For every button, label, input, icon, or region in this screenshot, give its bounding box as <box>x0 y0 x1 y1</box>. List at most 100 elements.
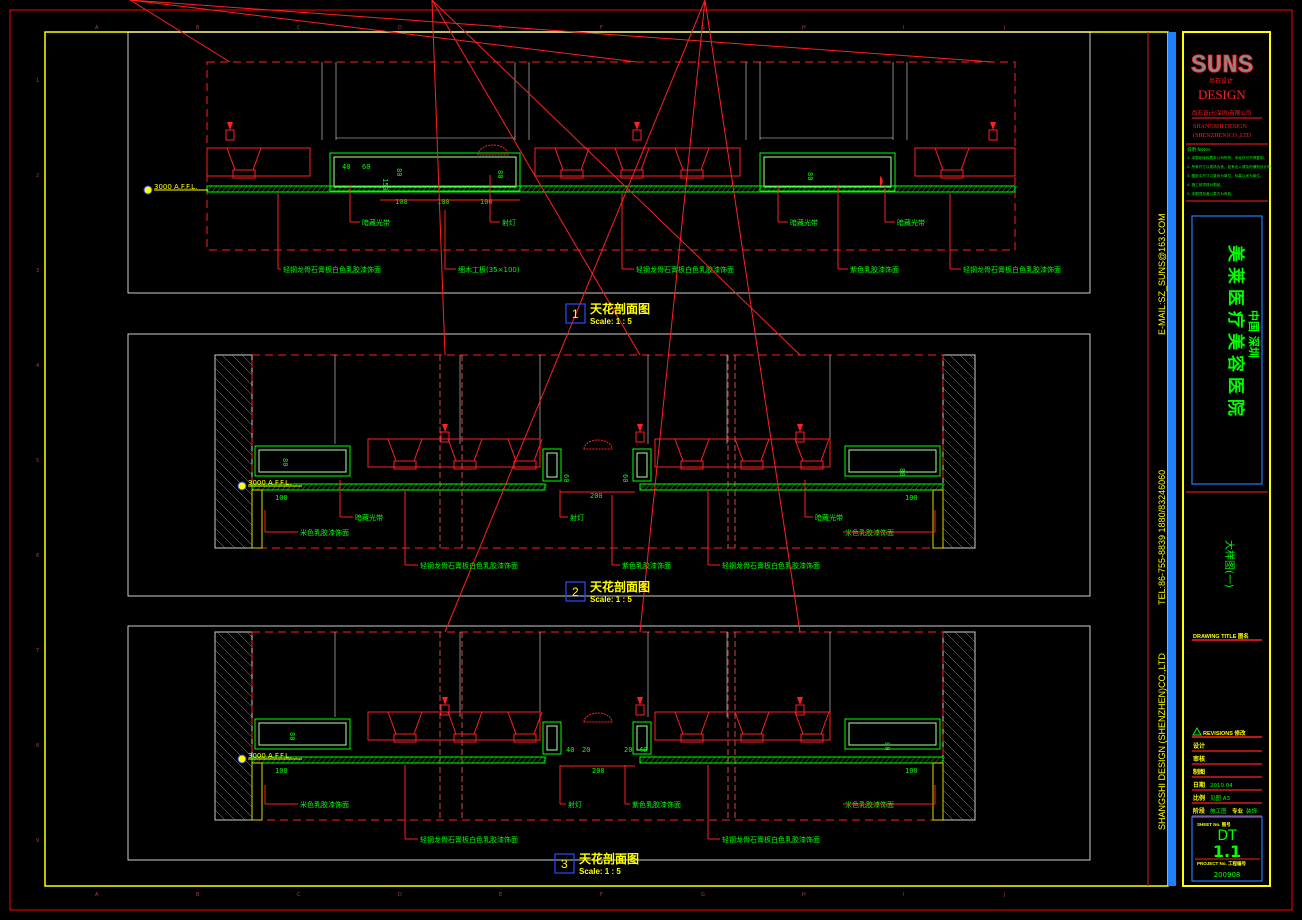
line <box>969 354 976 361</box>
project-no-label: PROJECT No. 工程编号 <box>1197 860 1247 867</box>
line <box>799 483 806 491</box>
line <box>721 185 728 193</box>
line <box>451 483 458 491</box>
line <box>371 756 378 764</box>
line <box>366 185 373 193</box>
hanger-clip <box>795 704 805 716</box>
line <box>639 0 706 633</box>
line <box>942 427 976 461</box>
line <box>849 483 856 491</box>
line <box>536 756 543 764</box>
notes-title: 说明 Notes <box>1187 146 1211 153</box>
line <box>306 185 313 193</box>
spotlight-icon <box>583 712 613 723</box>
line <box>471 185 478 193</box>
line <box>446 483 453 491</box>
elevation-label: 3000 A.F.F.L. <box>248 752 291 760</box>
line <box>754 756 761 764</box>
note-item: 3. 图纸中尺寸以毫米为单位，标高以米为单位。 <box>1187 173 1263 178</box>
line <box>214 437 253 476</box>
line <box>214 367 253 406</box>
line <box>864 483 871 491</box>
light-cove-inner <box>636 452 648 478</box>
grid-column-label: B <box>196 25 200 31</box>
line <box>246 185 253 193</box>
section-1-title: 1 天花剖面图 Scale: 1 : 5 <box>565 301 650 326</box>
line <box>904 483 911 491</box>
line <box>942 709 976 743</box>
line <box>942 789 974 821</box>
line <box>784 756 791 764</box>
drawing-name: 大样图(一) <box>1223 540 1236 588</box>
line <box>511 185 518 193</box>
line <box>226 185 233 193</box>
line <box>729 756 736 764</box>
company-en-vertical: SHANGSHI DESIGN (SHENZHEN)CO.,LTD <box>1157 653 1167 830</box>
dimension-value: 100 <box>905 767 918 775</box>
outer-frame <box>9 9 1293 911</box>
line <box>669 483 676 491</box>
line <box>311 185 318 193</box>
line <box>859 483 866 491</box>
line <box>864 756 871 764</box>
dimension-value: 80 <box>898 468 906 476</box>
line <box>649 756 656 764</box>
line <box>214 357 253 396</box>
line <box>426 756 433 764</box>
line <box>699 483 706 491</box>
line <box>596 185 603 193</box>
line <box>541 483 548 491</box>
line <box>531 756 538 764</box>
callout-label: 暗藏光带 <box>355 513 383 522</box>
section-3-title: 3 天花剖面图 Scale: 1 : 5 <box>554 851 639 876</box>
dimension-value: 80 <box>806 172 814 180</box>
light-cove-inner <box>258 449 347 473</box>
section-3-frame <box>127 625 1091 861</box>
line <box>361 483 368 491</box>
line <box>516 185 523 193</box>
dimension-value: 100 <box>480 198 493 206</box>
line <box>861 185 868 193</box>
line <box>461 756 468 764</box>
line <box>799 756 806 764</box>
line <box>924 756 931 764</box>
line <box>826 185 833 193</box>
line <box>214 487 253 526</box>
line <box>942 639 976 673</box>
line <box>396 756 403 764</box>
line <box>561 185 568 193</box>
line <box>261 756 268 764</box>
line <box>276 756 283 764</box>
line <box>391 185 398 193</box>
line <box>431 756 438 764</box>
line <box>869 483 876 491</box>
line <box>731 185 738 193</box>
dimension-value: 100 <box>905 494 918 502</box>
line <box>714 483 721 491</box>
line <box>214 779 253 818</box>
line <box>942 537 954 549</box>
line <box>401 483 408 491</box>
line <box>431 185 438 193</box>
sheet-no-label: SHEET No. 图号 <box>1197 821 1231 828</box>
hanger-clip <box>795 431 805 443</box>
line <box>679 756 686 764</box>
line <box>754 483 761 491</box>
line <box>771 185 778 193</box>
line <box>759 483 766 491</box>
line <box>581 185 588 193</box>
light-cove <box>254 445 351 477</box>
line <box>942 699 976 733</box>
line <box>376 483 383 491</box>
line <box>789 756 796 764</box>
line <box>954 631 976 653</box>
line <box>934 483 941 491</box>
light-cove-inner <box>333 156 517 188</box>
line <box>341 756 348 764</box>
drawing-title-label: DRAWING TITLE 图名 <box>1193 632 1249 640</box>
line <box>326 185 333 193</box>
line <box>879 483 886 491</box>
light-cove-inner <box>848 449 937 473</box>
line <box>226 631 253 658</box>
